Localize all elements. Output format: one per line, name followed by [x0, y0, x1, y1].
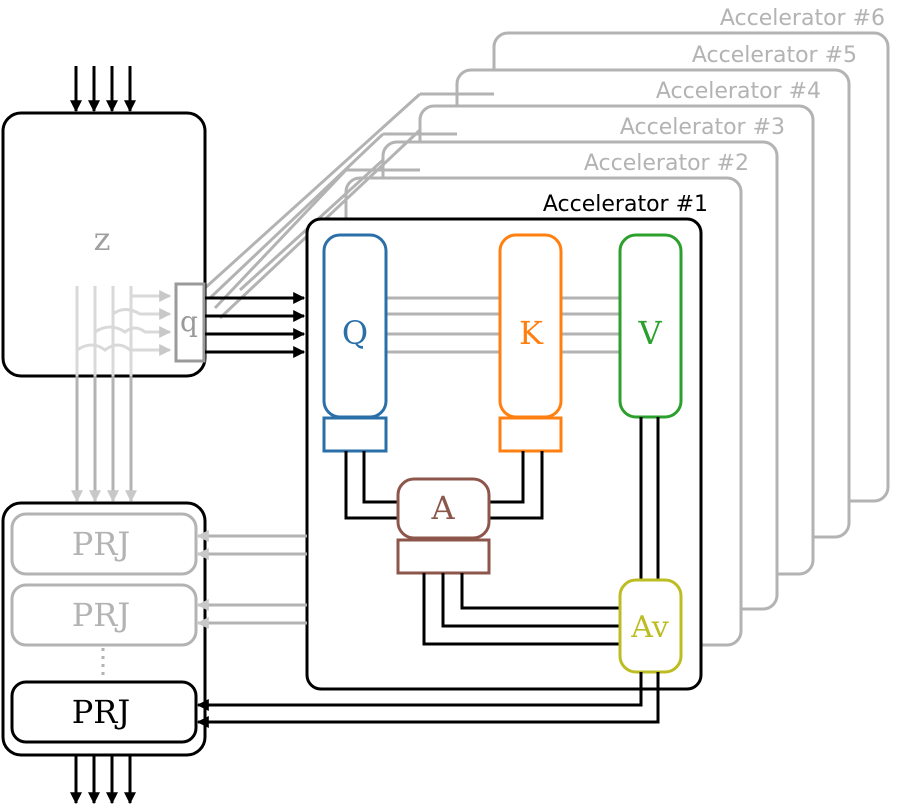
- accelerator-3-label: Accelerator #3: [620, 115, 785, 140]
- q-to-accelerator-1-arrows: [205, 292, 306, 358]
- q-projection-box: [174, 282, 206, 363]
- v-block-label: V: [637, 314, 662, 352]
- a-block-label: A: [430, 489, 455, 527]
- prj-stack: PRJ PRJ PRJ: [1, 501, 207, 757]
- accelerator-labels: Accelerator #6 Accelerator #5 Accelerato…: [543, 6, 885, 217]
- prj-3-label: PRJ: [72, 693, 130, 731]
- q-projection-label: q: [180, 305, 198, 338]
- accelerator-5-label: Accelerator #5: [692, 43, 857, 68]
- z-block-label: z: [94, 220, 111, 258]
- qkv-gray-links: [386, 296, 620, 354]
- a-block-port: [396, 538, 491, 575]
- z-block: z q: [1, 111, 207, 378]
- accelerator-4-label: Accelerator #4: [656, 79, 821, 104]
- k-block: K: [498, 233, 563, 453]
- k-block-port: [498, 416, 563, 453]
- av-block-label: Av: [630, 610, 668, 645]
- prj-output-arrows: [70, 755, 136, 805]
- prj-2-label: PRJ: [72, 596, 130, 634]
- accelerator-6-label: Accelerator #6: [720, 6, 885, 31]
- a-to-av-wires: [422, 573, 620, 646]
- k-block-label: K: [519, 314, 544, 352]
- z-to-prj-arrows: [71, 376, 137, 503]
- v-to-av-wires: [639, 417, 660, 580]
- z-internal-routing: [75, 286, 172, 376]
- prj-1-label: PRJ: [72, 525, 130, 563]
- accelerator-2-label: Accelerator #2: [584, 151, 749, 176]
- a-block: A: [396, 477, 491, 575]
- q-block-label: Q: [342, 314, 368, 352]
- av-block: Av: [618, 578, 683, 674]
- prj-3-box: [10, 680, 198, 744]
- accelerator-1-label: Accelerator #1: [543, 192, 708, 217]
- accelerator-to-prj-gray-arrows: [196, 530, 307, 629]
- q-block: Q: [322, 233, 388, 453]
- v-block: V: [618, 233, 683, 419]
- av-to-prj-arrows: [196, 672, 660, 728]
- q-block-port: [322, 416, 388, 453]
- qk-to-a-wires: [344, 451, 544, 520]
- z-input-arrows: [70, 66, 136, 113]
- prj-2-box: [10, 583, 198, 647]
- prj-1-box: [10, 512, 198, 576]
